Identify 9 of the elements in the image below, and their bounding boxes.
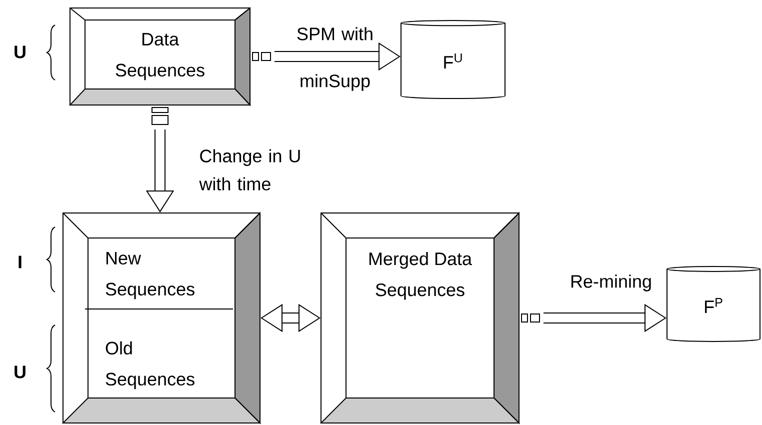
- edge-label: Re-mining: [571, 274, 651, 292]
- database-cylinder: F$^{P}$: [666, 266, 760, 342]
- edge-label: Change in U with time: [199, 149, 300, 190]
- edge-label: SPM with minSupp: [297, 27, 372, 91]
- block-arrow: [260, 304, 320, 332]
- brace-label: U: [14, 46, 26, 58]
- brace-label: U: [14, 366, 26, 378]
- brace-label: I: [18, 256, 22, 268]
- database-cylinder: F$^{U}$: [400, 20, 506, 99]
